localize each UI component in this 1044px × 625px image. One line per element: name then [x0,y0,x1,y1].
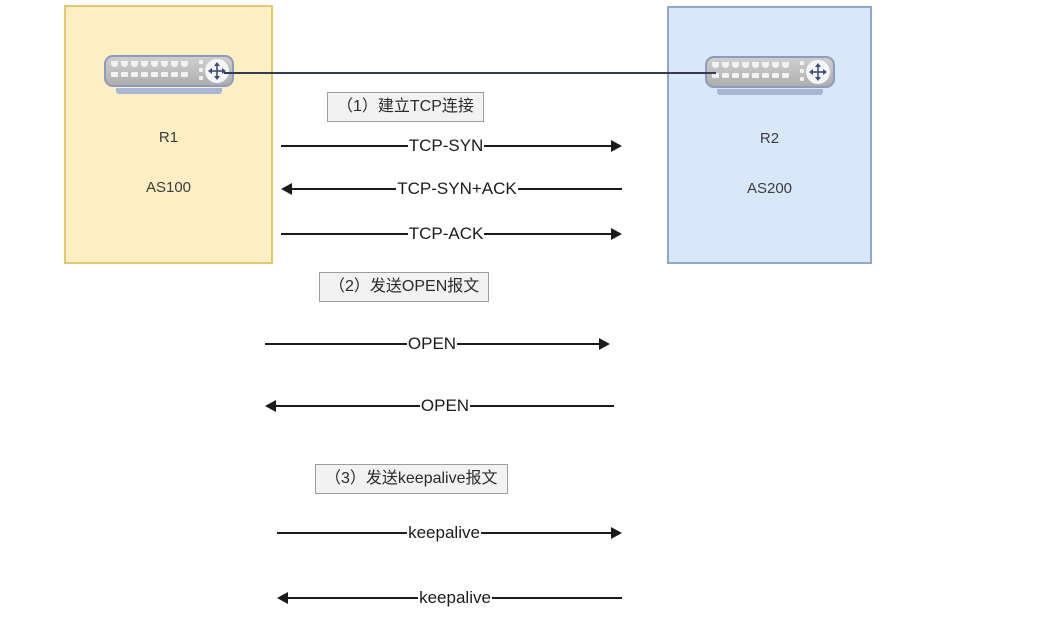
router-move-handle-icon [806,60,830,84]
router-ports [111,61,195,81]
message-arrow: keepalive [277,587,623,609]
arrow-head-right-icon [599,338,610,350]
arrow-line [484,145,611,147]
message-arrow: OPEN [265,395,614,417]
message-label: TCP-ACK [408,224,484,243]
arrow-head-right-icon [611,140,622,152]
arrow-line [470,405,614,407]
arrow-head-right-icon [611,527,623,539]
router-stand [116,88,222,94]
arrow-head-right-icon [611,228,622,240]
arrow-line [480,532,612,534]
step-label-1: （1）建立TCP连接 [327,92,484,122]
router-stand [717,89,823,95]
router-label-right: R2 [759,130,780,147]
as-domain-box-left: R1 AS100 [64,5,273,264]
as-label-left: AS100 [145,179,192,196]
router-ports [712,62,796,82]
message-label: TCP-SYN+ACK [397,179,517,198]
message-label: keepalive [419,588,491,607]
inter-router-link [224,72,716,74]
message-arrow: TCP-SYN [281,135,622,157]
router-indicator-dots [800,61,805,83]
arrow-line [288,597,419,599]
arrow-head-left-icon [265,400,276,412]
router-indicator-dots [199,60,204,82]
arrow-line [292,188,397,190]
arrow-line [484,233,611,235]
router-move-handle-icon [205,59,229,83]
message-arrow: keepalive [277,522,623,544]
arrow-line [281,233,408,235]
arrow-line [265,343,407,345]
router-icon[interactable] [104,55,234,97]
arrow-head-left-icon [277,592,288,604]
arrow-head-left-icon [281,183,292,195]
arrow-line [491,597,623,599]
message-label: keepalive [408,523,480,542]
message-label: TCP-SYN [408,136,484,155]
arrow-line [276,405,420,407]
message-label: OPEN [407,334,457,353]
router-label-left: R1 [158,129,179,146]
as-label-right: AS200 [746,180,793,197]
step-label-3: （3）发送keepalive报文 [315,464,508,494]
arrow-line [281,145,408,147]
as-domain-box-right: R2 AS200 [667,6,872,264]
message-label: OPEN [420,396,470,415]
arrow-line [517,188,622,190]
message-arrow: OPEN [265,333,610,355]
arrow-line [457,343,599,345]
message-arrow: TCP-SYN+ACK [281,178,622,200]
arrow-line [277,532,408,534]
router-icon[interactable] [705,56,835,98]
step-label-2: （2）发送OPEN报文 [319,272,490,302]
message-arrow: TCP-ACK [281,223,622,245]
